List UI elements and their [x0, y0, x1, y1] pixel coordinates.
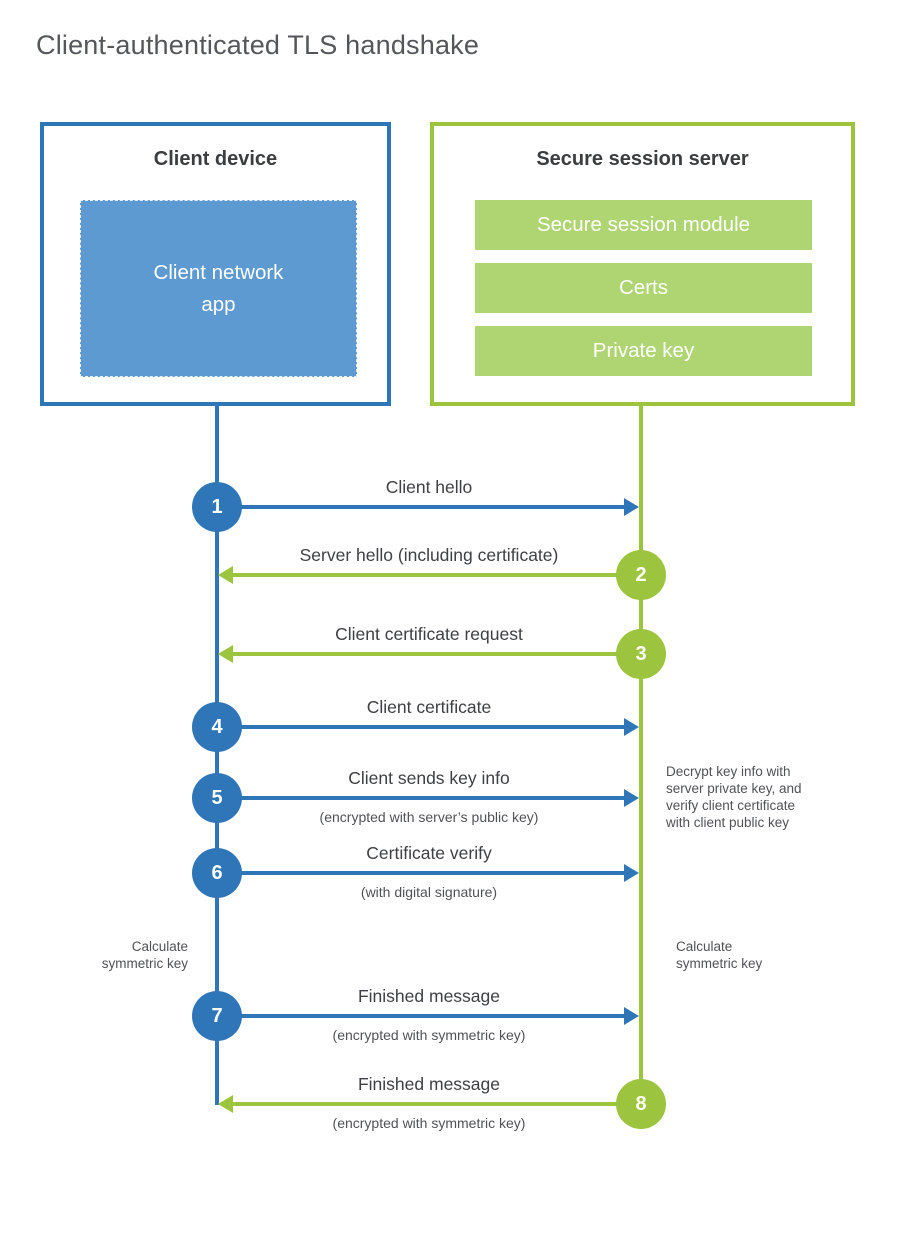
step-circle-2: 2	[616, 550, 666, 600]
arrowhead-right-icon	[624, 718, 639, 736]
arrow-line	[232, 1102, 641, 1106]
client-device-title: Client device	[153, 148, 278, 170]
arrow-line	[232, 573, 641, 577]
client-lifeline	[215, 406, 219, 1105]
step-circle-7: 7	[192, 991, 242, 1041]
server-box: Secure session server Secure session mod…	[430, 122, 855, 406]
message-sublabel: (encrypted with symmetric key)	[332, 1027, 526, 1043]
arrow-line	[219, 871, 627, 875]
server-lifeline	[639, 406, 643, 1129]
message-label: Finished message	[357, 1074, 501, 1094]
step-circle-4: 4	[192, 702, 242, 752]
arrowhead-right-icon	[624, 789, 639, 807]
server-module-certs: Certs	[475, 263, 812, 313]
message-sublabel: (encrypted with server’s public key)	[319, 809, 539, 825]
arrowhead-right-icon	[624, 864, 639, 882]
step-circle-1: 1	[192, 482, 242, 532]
arrow-line	[219, 1014, 627, 1018]
client-network-app-box: Client network app	[80, 200, 357, 377]
message-label: Client certificate request	[335, 624, 523, 644]
arrow-line	[232, 652, 641, 656]
message-label: Finished message	[357, 986, 501, 1006]
message-sublabel: (with digital signature)	[360, 884, 498, 900]
message-sublabel: (encrypted with symmetric key)	[332, 1115, 526, 1131]
page-title: Client-authenticated TLS handshake	[36, 30, 480, 60]
arrowhead-right-icon	[624, 498, 639, 516]
client-device-box: Client device Client network app	[40, 122, 391, 406]
server-title: Secure session server	[536, 148, 749, 170]
message-label: Client hello	[385, 477, 473, 497]
arrow-line	[219, 505, 627, 509]
server-module-secure-session: Secure session module	[475, 200, 812, 250]
arrowhead-right-icon	[624, 1007, 639, 1025]
step-circle-8: 8	[616, 1079, 666, 1129]
calculate-symmetric-key-note-client: Calculate symmetric key	[101, 939, 188, 971]
arrow-line	[219, 796, 627, 800]
step-circle-3: 3	[616, 629, 666, 679]
message-label: Client certificate	[366, 697, 492, 717]
arrowhead-left-icon	[218, 566, 233, 584]
calculate-symmetric-key-note-server: Calculate symmetric key	[676, 939, 763, 971]
message-label: Server hello (including certificate)	[299, 545, 559, 565]
arrow-line	[219, 725, 627, 729]
step-circle-5: 5	[192, 773, 242, 823]
message-label: Client sends key info	[348, 768, 510, 788]
arrowhead-left-icon	[218, 1095, 233, 1113]
message-label: Certificate verify	[366, 843, 492, 863]
step-circle-6: 6	[192, 848, 242, 898]
decrypt-note: Decrypt key info with server private key…	[666, 764, 802, 830]
arrowhead-left-icon	[218, 645, 233, 663]
server-module-private-key: Private key	[475, 326, 812, 376]
